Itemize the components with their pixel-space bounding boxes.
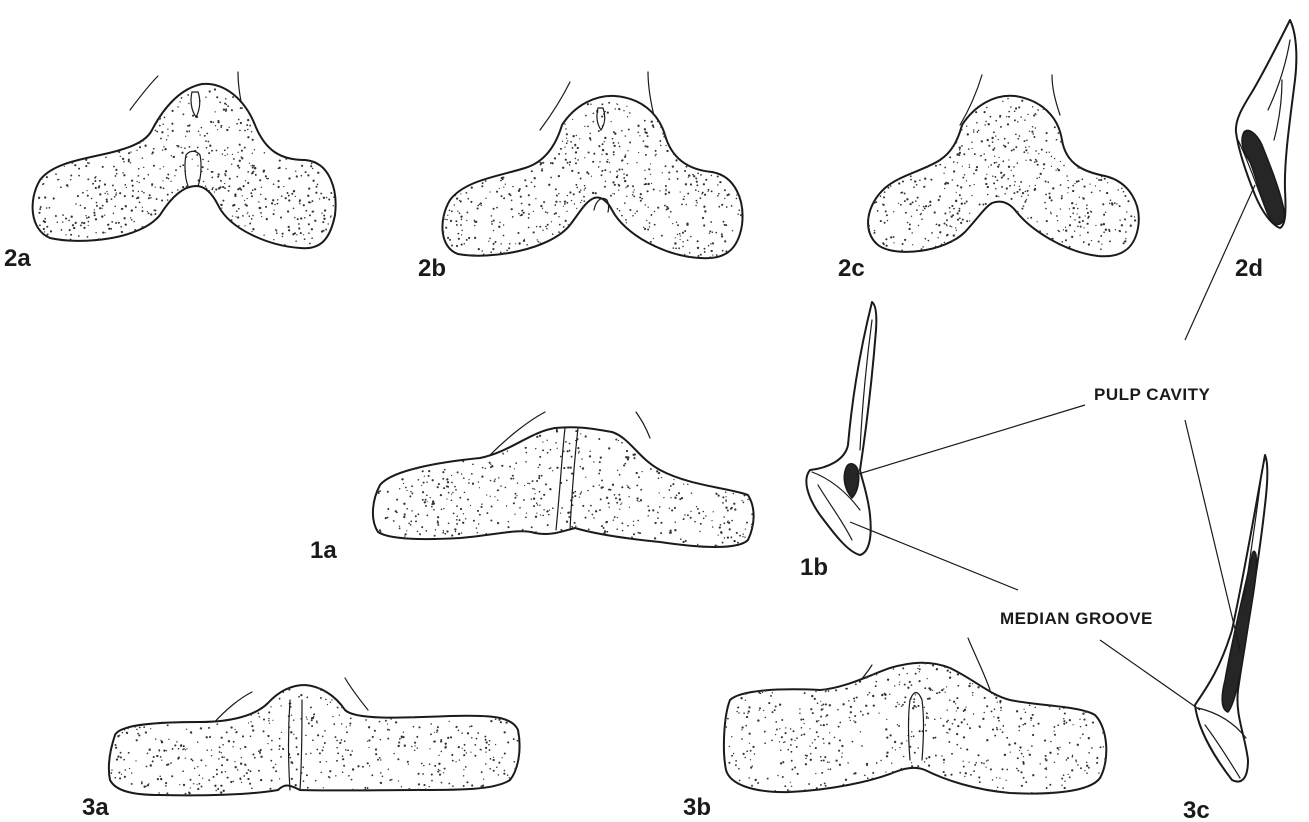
leader-pulp-3c xyxy=(1185,420,1240,650)
leader-groove-3c xyxy=(1100,640,1200,710)
crown-1a xyxy=(373,412,754,547)
annotation-median-groove: MEDIAN GROOVE xyxy=(1000,609,1153,628)
label-3a: 3a xyxy=(82,794,109,821)
label-1b: 1b xyxy=(800,554,828,581)
crown-2b xyxy=(442,72,742,259)
label-3c: 3c xyxy=(1183,797,1210,822)
label-2c: 2c xyxy=(838,255,865,282)
crown-3b xyxy=(724,638,1106,794)
leader-groove-1b xyxy=(850,522,1018,590)
crown-2a xyxy=(33,72,336,248)
crown-3a xyxy=(109,678,520,795)
leader-pulp-1b xyxy=(855,405,1085,475)
label-2d: 2d xyxy=(1235,255,1263,282)
tooth-2d xyxy=(1236,20,1296,228)
tooth-3c xyxy=(1195,455,1267,782)
tooth-1b xyxy=(806,302,876,555)
label-2a: 2a xyxy=(4,245,31,272)
annotation-pulp-cavity: PULP CAVITY xyxy=(1094,385,1210,404)
label-3b: 3b xyxy=(683,794,711,821)
label-2b: 2b xyxy=(418,255,446,282)
leader-lines xyxy=(850,185,1255,710)
label-1a: 1a xyxy=(310,537,337,564)
crown-2c xyxy=(868,75,1139,256)
